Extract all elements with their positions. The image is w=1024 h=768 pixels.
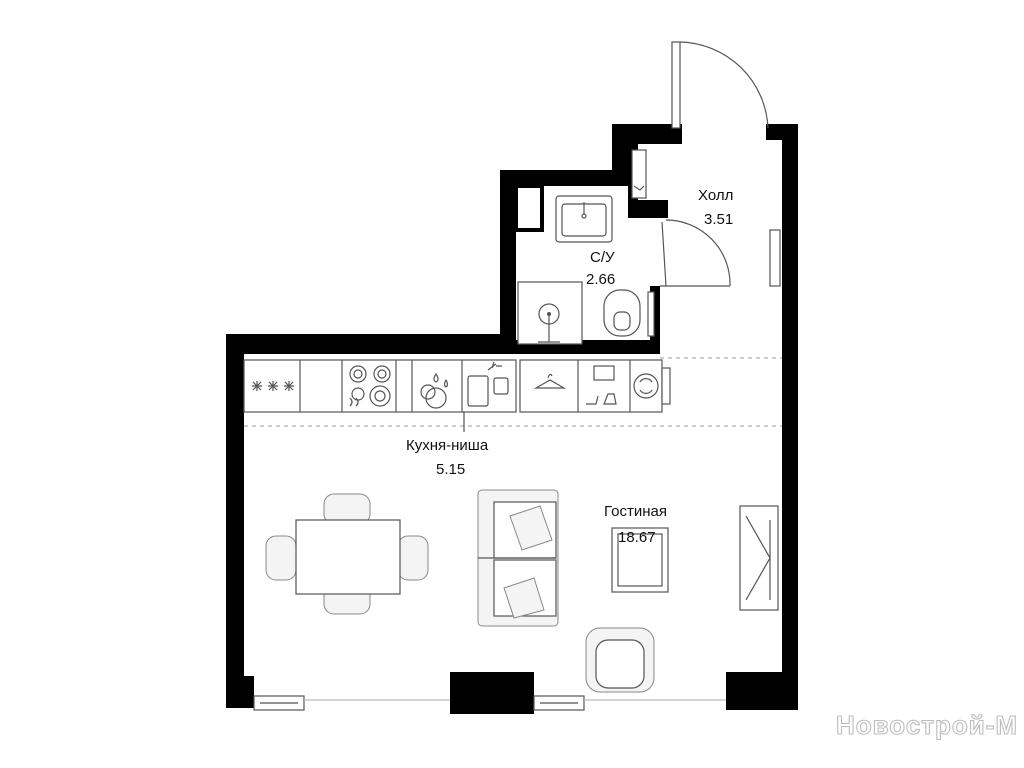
bathroom-area: 2.66 [586, 271, 615, 288]
watermark: Новострой-М [836, 710, 1018, 740]
hall-name: Холл [698, 187, 733, 204]
living-area: 18.67 [618, 529, 656, 546]
shower-fixture [517, 281, 583, 345]
armchair [585, 627, 655, 693]
shaft [514, 184, 544, 232]
dining-set [265, 493, 429, 615]
kitchen-sink-icon [467, 361, 509, 407]
entrance-door [671, 41, 769, 129]
windows [253, 695, 726, 711]
wall-left [226, 334, 244, 708]
wall-hall-top [612, 124, 682, 144]
hall-area: 3.51 [704, 211, 733, 228]
water-heater [631, 149, 647, 199]
wall-bathroom-right [650, 286, 660, 354]
room-labels: Холл 3.51 С/У 2.66 Кухня-ниша 5.15 Гости… [406, 187, 733, 546]
snowflake-icon [252, 381, 294, 391]
wall-top-living [226, 334, 516, 354]
sink-fixture [555, 195, 613, 243]
tv-stand [739, 505, 779, 611]
rug [611, 527, 669, 593]
toilet-fixture [603, 289, 641, 337]
wall-bottom-left [226, 676, 254, 708]
bathroom-door [660, 219, 731, 287]
radiator-hall [769, 229, 781, 287]
dishwasher-icon [420, 372, 449, 409]
hob-icon [349, 365, 391, 407]
wall-bathroom-left [500, 170, 516, 354]
wardrobe [519, 359, 671, 413]
window-2 [533, 695, 585, 711]
wall-bottom-mid [450, 672, 534, 714]
kitchen-area: 5.15 [436, 461, 465, 478]
wall-right [782, 124, 798, 708]
hanger-icon [533, 373, 567, 389]
living-name: Гостиная [604, 503, 667, 520]
radiator-bathroom [647, 291, 655, 337]
bathroom-name: С/У [590, 249, 615, 266]
kitchen-name: Кухня-ниша [406, 437, 489, 454]
sofa [477, 489, 559, 627]
wall-bottom-right [726, 672, 798, 710]
wall-bathroom-top [500, 170, 628, 186]
clothes-icon [586, 365, 617, 405]
washing-machine-icon [633, 367, 671, 405]
window-1 [253, 695, 305, 711]
kitchen-counter [243, 359, 517, 413]
